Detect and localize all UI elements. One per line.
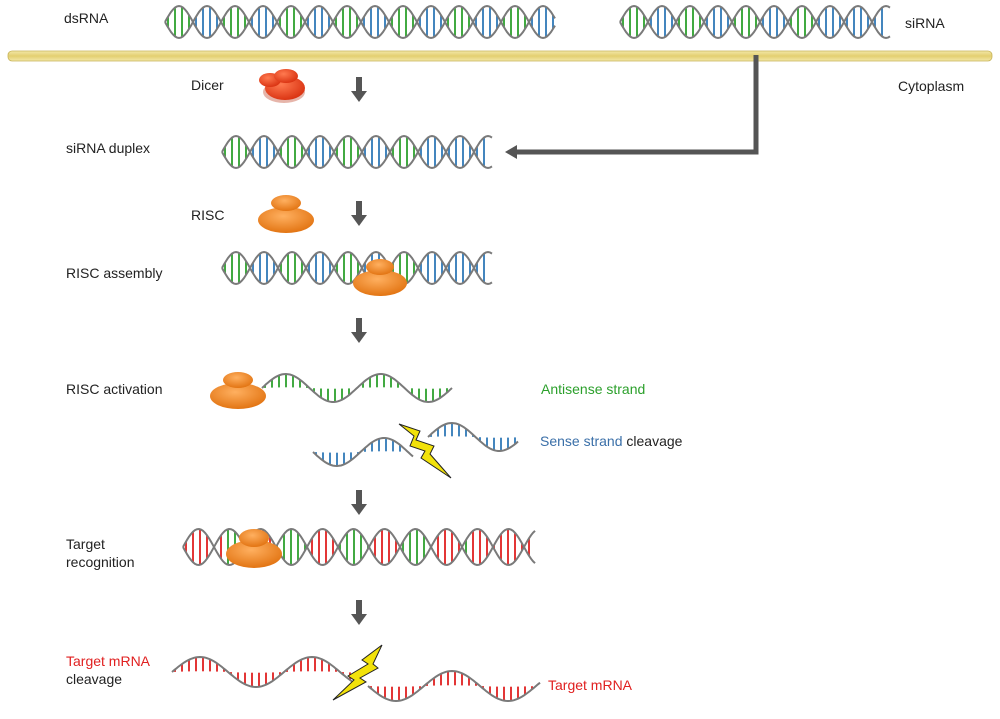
down-arrow <box>351 201 367 226</box>
helix-backbone <box>619 4 891 40</box>
sirna-entry-arrowhead <box>505 145 517 159</box>
cell-membrane <box>7 50 993 62</box>
risc-complex-target <box>226 529 282 568</box>
cytoplasm-label: Cytoplasm <box>898 78 965 94</box>
helix-backbone <box>221 134 493 170</box>
lightning-bolt-icon <box>332 644 383 701</box>
lightning-bolt-icon <box>398 423 452 479</box>
helix-backbone <box>312 437 414 468</box>
antisense-strand-label: Antisense strand <box>541 381 646 397</box>
helix-backbone <box>367 669 541 703</box>
helix-backbone <box>221 134 493 170</box>
risc-label: RISC <box>191 207 225 223</box>
helix-backbone <box>261 372 453 404</box>
helix-backbone <box>171 655 359 689</box>
helix-backbone <box>427 421 519 452</box>
risc-complex-assembled <box>353 259 407 296</box>
helix-backbone <box>164 4 556 40</box>
risc-complex <box>258 195 314 233</box>
sirna-duplex-label: siRNA duplex <box>66 140 151 156</box>
down-arrow <box>351 77 367 102</box>
sense-strand-cleavage-label: Sense strand cleavage <box>540 432 682 450</box>
target-recognition-line1: Target <box>66 536 105 552</box>
step-arrows <box>351 77 367 625</box>
helix-backbone <box>221 250 493 286</box>
sirna-entry-path <box>515 55 759 155</box>
cleavage-text: cleavage <box>626 433 683 449</box>
helix-backbone <box>619 4 891 40</box>
dicer-label: Dicer <box>191 77 224 93</box>
helix-backbone <box>164 4 556 40</box>
target-mrna-cleavage-label: Target mRNA cleavage <box>66 652 150 688</box>
risc-assembly-label: RISC assembly <box>66 265 163 281</box>
target-recognition-line2: recognition <box>66 554 135 570</box>
helix-layer <box>164 4 891 703</box>
down-arrow <box>351 600 367 625</box>
down-arrow <box>351 318 367 343</box>
risc-activation-label: RISC activation <box>66 381 163 397</box>
dsrna-label: dsRNA <box>64 10 109 26</box>
dicer-enzyme <box>259 69 305 103</box>
risc-complex-activated <box>210 372 266 409</box>
target-mrna-label: Target mRNA <box>548 677 633 693</box>
target-mrna-cleavage-line2: cleavage <box>66 671 123 687</box>
target-recognition-label: Target recognition <box>66 535 135 571</box>
down-arrow <box>351 490 367 515</box>
sense-strand-text: Sense strand <box>540 433 623 449</box>
target-mrna-cleavage-line1: Target mRNA <box>66 653 151 669</box>
sirna-label: siRNA <box>905 15 945 31</box>
